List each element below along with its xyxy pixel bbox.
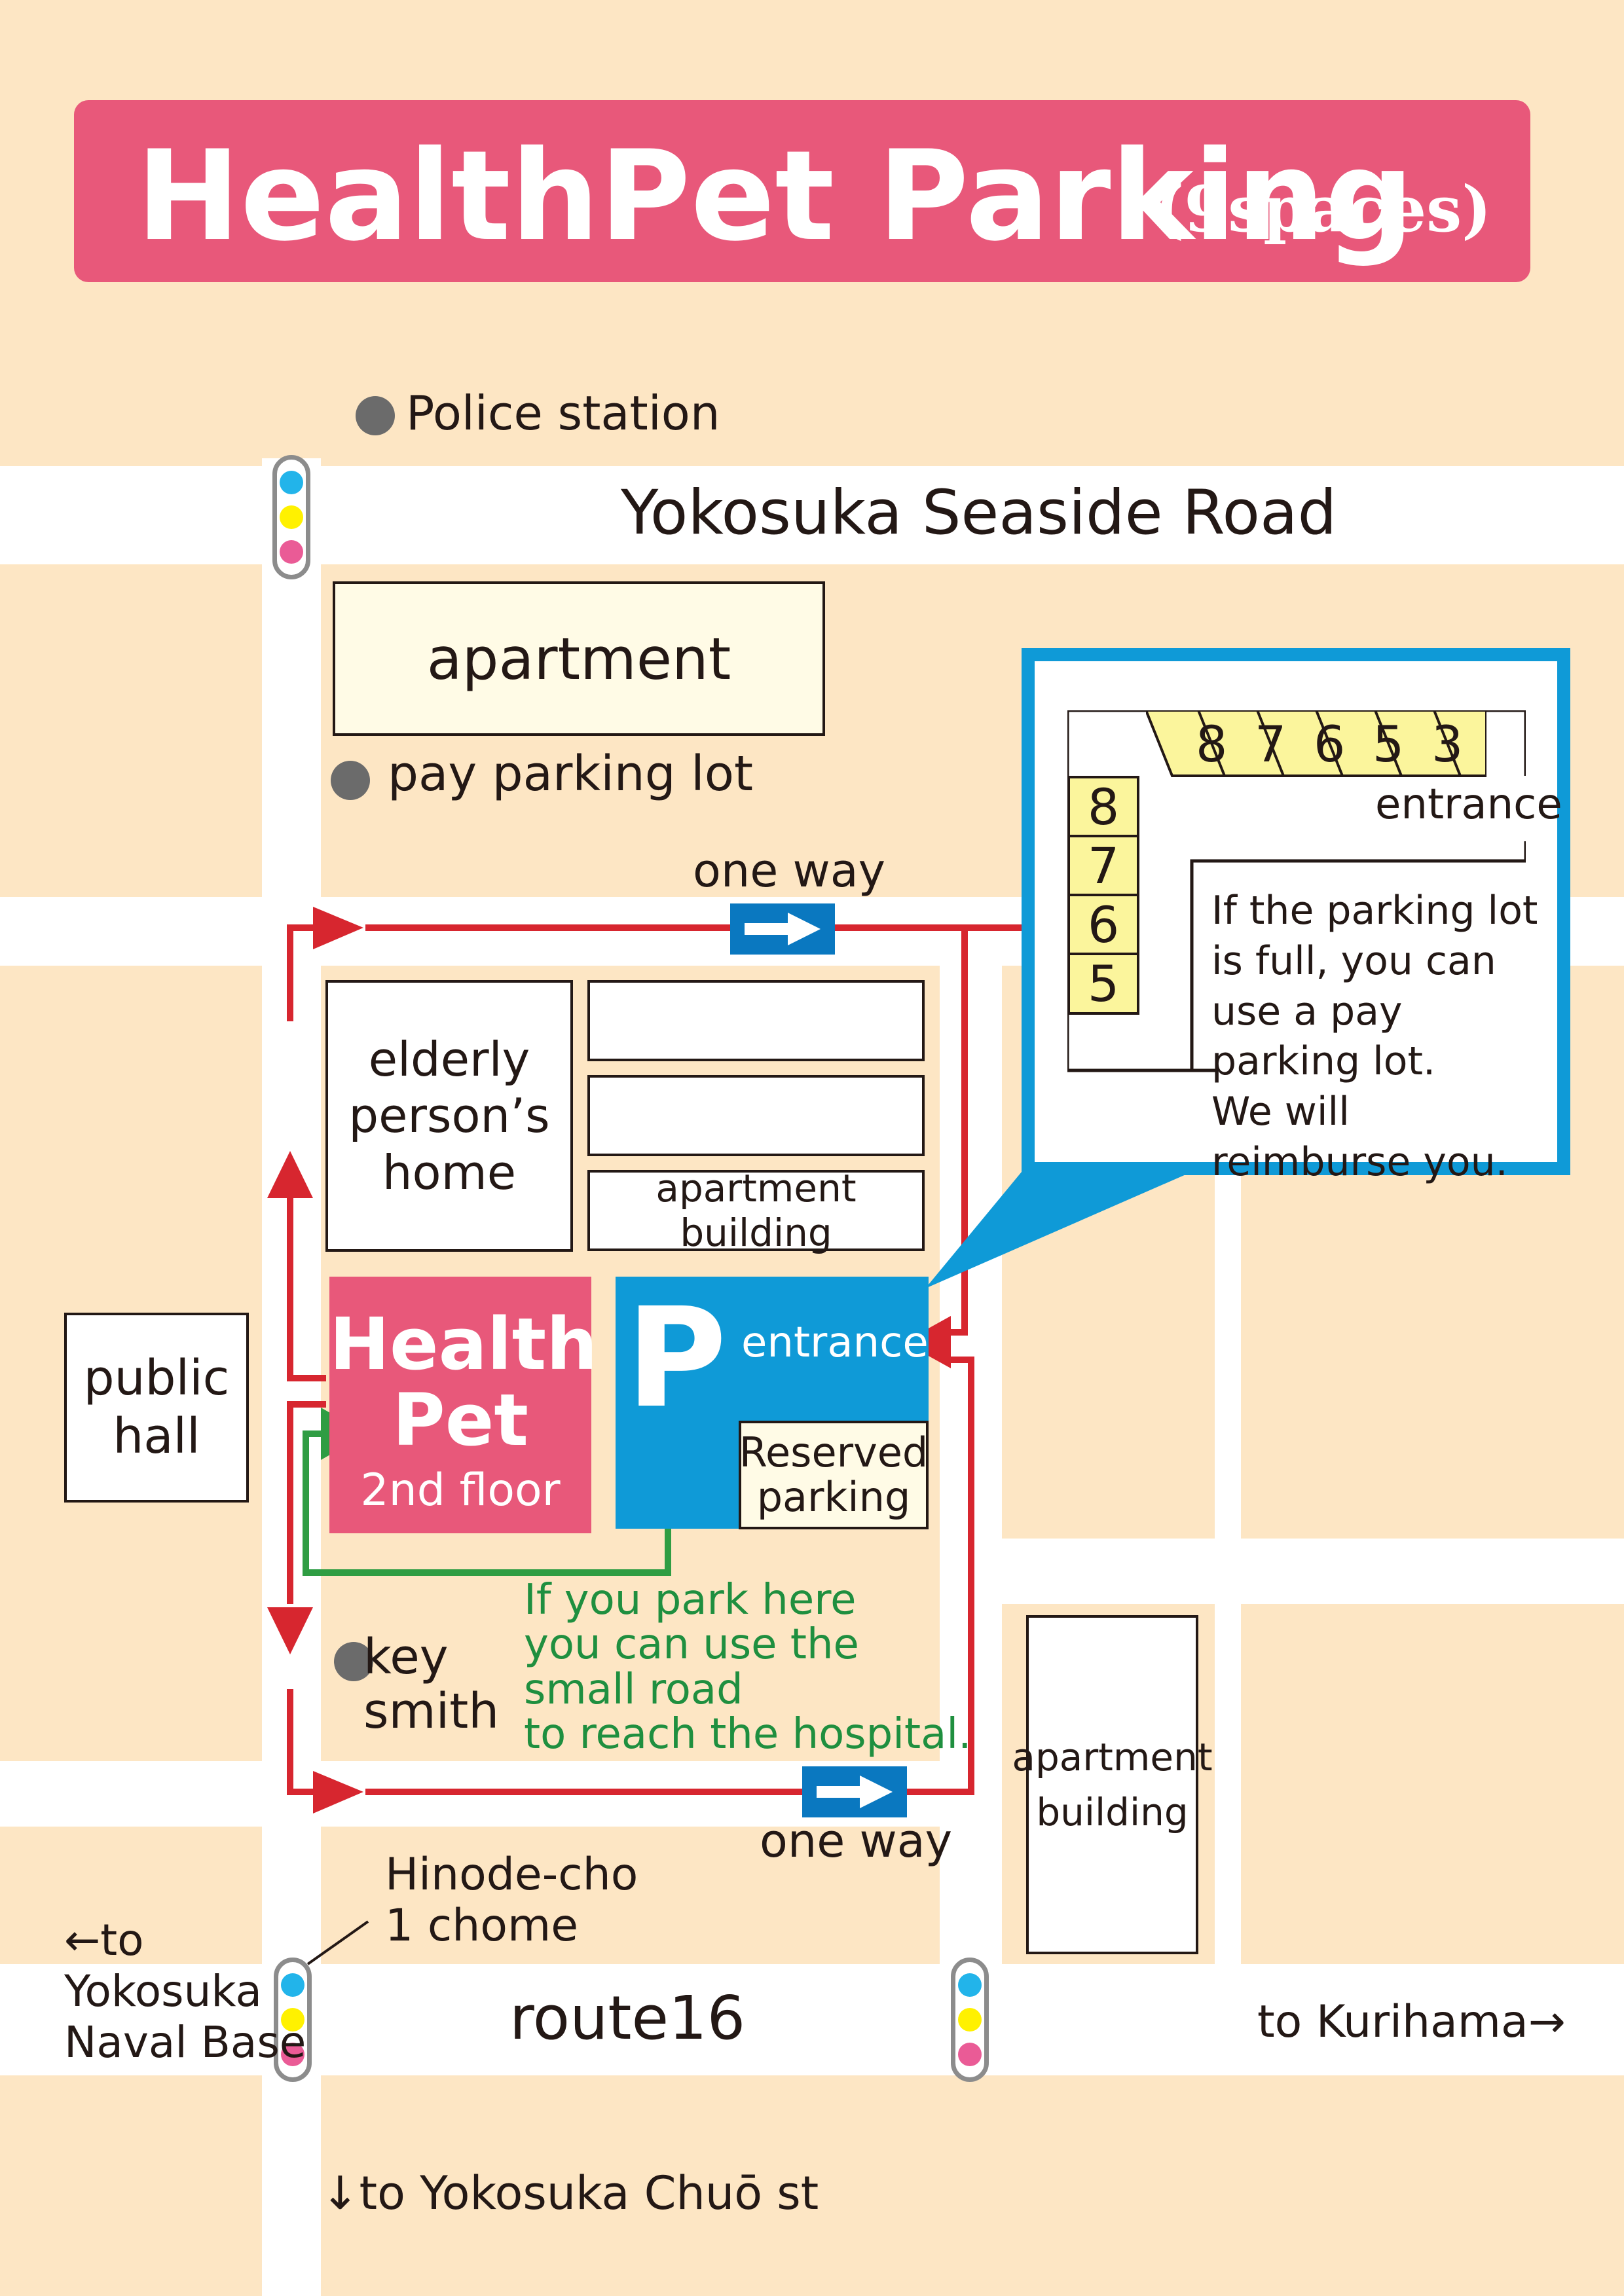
red-route-segment (287, 1789, 333, 1795)
space-number: 6 (1087, 896, 1120, 954)
public-hall-block: public hall (64, 1313, 249, 1503)
left-space: 6 (1067, 894, 1139, 956)
direction-arrow-icon (313, 907, 363, 949)
space-number: 5 (1373, 715, 1405, 773)
one-way-arrow-icon (745, 913, 821, 945)
one-way-sign-bottom (802, 1766, 907, 1817)
apartment-building-unit (587, 980, 925, 1061)
space-number: 6 (1314, 715, 1346, 773)
left-space: 8 (1067, 776, 1139, 838)
red-route-segment (961, 924, 968, 1336)
far-right-vertical-road (1215, 1165, 1241, 1971)
page-title: HealthPet Parking (136, 124, 1414, 268)
traffic-signal-icon (951, 1958, 989, 2082)
reserved-parking-label: Reserved parking (739, 1428, 929, 1521)
direction-arrow-icon (313, 1771, 363, 1813)
healthpet-name: Health Pet (329, 1302, 598, 1462)
direction-arrow-icon (267, 1607, 313, 1654)
top-spaces (1146, 710, 1486, 777)
traffic-signal-icon (274, 1958, 312, 2082)
green-note: If you park here you can use the small r… (524, 1576, 972, 1759)
red-route-segment (287, 1689, 293, 1795)
red-route-segment (943, 1329, 968, 1336)
parking-callout: 8 7 6 5 3 8 7 6 5 entrance If the parkin… (1022, 648, 1570, 1185)
left-space: 7 (1067, 835, 1139, 897)
landmark-dot-icon (331, 761, 370, 800)
seaside-road-label: Yokosuka Seaside Road (621, 477, 1337, 549)
hinode-cho-label: Hinode-cho 1 chome (385, 1849, 638, 1952)
elderly-home-label: elderly person’s home (348, 1031, 550, 1200)
landmark-dot-icon (334, 1642, 373, 1681)
red-route-segment (287, 1185, 293, 1381)
direction-arrow-icon (267, 1151, 313, 1198)
one-way-arrow-icon (817, 1776, 893, 1808)
parking-layout-diagram: 8 7 6 5 3 8 7 6 5 entrance (1067, 710, 1562, 1097)
green-route-segment (303, 1430, 309, 1576)
one-way-sign-top (730, 903, 835, 955)
public-hall-label: public hall (83, 1350, 230, 1465)
green-route-segment (303, 1569, 671, 1576)
apartment-top-block: apartment (333, 581, 825, 736)
apartment-building-center-label: apartment building (655, 1166, 857, 1255)
green-route-segment (303, 1430, 329, 1437)
green-route-segment (665, 1529, 671, 1575)
apartment-building-right-block: apartment building (1012, 1615, 1213, 1954)
apartment-top-label: apartment (426, 625, 731, 693)
red-route-segment (287, 1401, 293, 1604)
space-number: 8 (1087, 778, 1120, 836)
middle-right-road (1002, 1539, 1624, 1604)
red-route-segment (287, 1375, 326, 1381)
healthpet-floor: 2nd floor (360, 1465, 561, 1516)
to-naval-base-label: ←to Yokosuka Naval Base (64, 1915, 306, 2068)
one-way-top-label: one way (693, 844, 886, 898)
space-number: 5 (1087, 955, 1120, 1013)
landmark-dot-icon (356, 396, 395, 435)
to-chuo-label: ↓to Yokosuka Chuō st (321, 2166, 819, 2220)
red-route-segment (287, 1401, 326, 1408)
left-space: 5 (1067, 953, 1139, 1015)
to-kurihama-label: to Kurihama→ (1257, 1996, 1566, 2048)
title-banner: HealthPet Parking (9spaces) (74, 100, 1530, 282)
red-route-segment (968, 1357, 974, 1794)
traffic-signal-icon (272, 455, 310, 579)
reserved-parking-block: Reserved parking (739, 1421, 929, 1529)
hinode-leader-line (306, 1920, 369, 1965)
elderly-home-block: elderly person’s home (325, 980, 573, 1252)
space-number: 8 (1196, 715, 1228, 773)
callout-note: If the parking lot is full, you can use … (1211, 888, 1538, 1185)
route16-label: route16 (509, 1983, 746, 2053)
red-route-segment (287, 924, 326, 931)
parking-layout-outline (1067, 710, 1526, 1072)
pay-parking-lot-label: pay parking lot (388, 746, 754, 802)
red-route-segment (943, 1357, 974, 1363)
callout-pointer (925, 1172, 1192, 1288)
one-way-bottom-label: one way (760, 1814, 953, 1868)
apartment-building-center-block: apartment building (587, 1166, 925, 1255)
police-station-label: Police station (406, 386, 720, 441)
key-smith-label: key smith (363, 1629, 500, 1740)
page-subtitle: (9spaces) (1154, 172, 1492, 246)
space-number: 3 (1431, 715, 1464, 773)
callout-entrance-label: entrance (1375, 780, 1562, 829)
space-number: 7 (1087, 837, 1120, 895)
apartment-building-unit (587, 1075, 925, 1156)
apartment-building-right-label: apartment building (1012, 1734, 1213, 1834)
red-route-segment (365, 1789, 974, 1795)
space-number: 7 (1255, 715, 1287, 773)
parking-entrance-label: entrance (741, 1319, 929, 1367)
healthpet-block: Health Pet 2nd floor (329, 1277, 598, 1533)
parking-letter: P (626, 1278, 727, 1438)
red-route-segment (287, 924, 293, 1021)
